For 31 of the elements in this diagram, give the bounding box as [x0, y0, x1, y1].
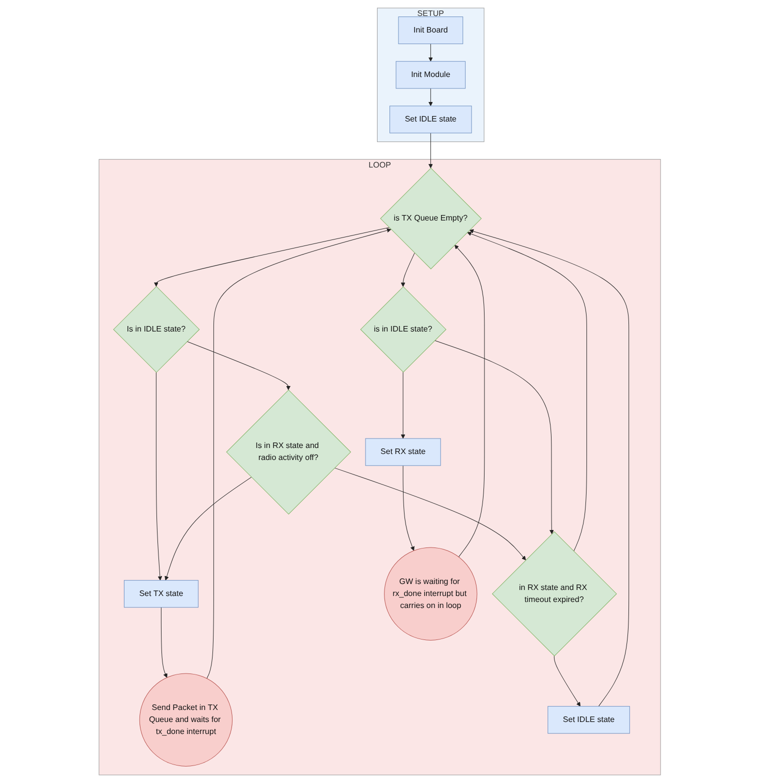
- arrow: [187, 341, 291, 390]
- arrow: [164, 476, 252, 581]
- arrow: [403, 465, 415, 551]
- node-circle: Send Packet in TX Queue and waits for tx_done interrupt: [140, 673, 233, 766]
- arrow: [467, 232, 588, 552]
- node-box: Set IDLE state: [390, 106, 472, 134]
- node-diamond: is in IDLE state?: [360, 286, 446, 372]
- arrow: [470, 229, 630, 707]
- arrow: [156, 372, 162, 581]
- node-circle: GW is waiting for rx_done interrupt but carries on in loop: [384, 547, 478, 640]
- node-box: Set IDLE state: [548, 706, 630, 734]
- node-diamond: in RX state and RX timeout expired?: [492, 531, 618, 656]
- node-diamond: Is in IDLE state?: [113, 286, 200, 373]
- arrow: [428, 132, 434, 168]
- node-box: Init Board: [398, 16, 464, 44]
- arrow: [454, 244, 485, 558]
- node-box: Init Module: [396, 61, 466, 89]
- arrow: [206, 228, 392, 679]
- arrow: [154, 227, 390, 287]
- node-diamond: is TX Queue Empty?: [380, 168, 482, 270]
- node-box: Set TX state: [124, 580, 199, 608]
- node-diamond: Is in RX state and radio activity off?: [226, 390, 352, 514]
- arrow: [434, 340, 554, 534]
- arrow: [334, 468, 526, 560]
- arrow: [161, 607, 168, 678]
- node-box: Set RX state: [365, 438, 442, 466]
- arrow: [428, 88, 434, 106]
- arrow: [554, 656, 581, 707]
- arrow: [401, 372, 406, 439]
- arrow: [428, 44, 434, 62]
- arrow: [401, 252, 416, 287]
